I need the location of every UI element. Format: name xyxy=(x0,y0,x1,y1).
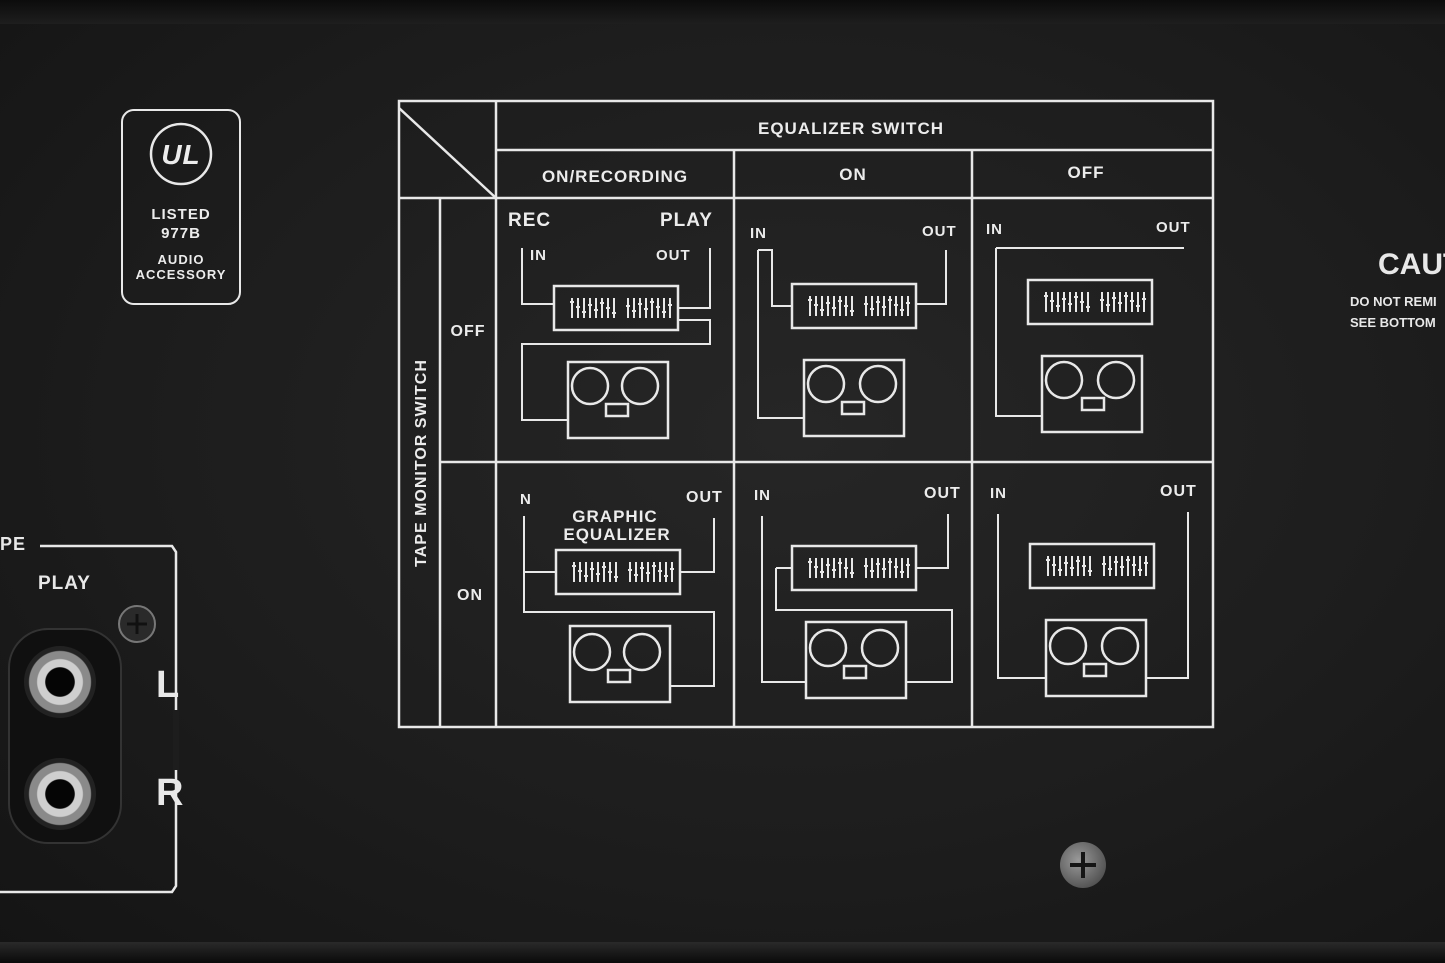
tape-deck-icon xyxy=(802,358,906,438)
ul-logo-text: UL xyxy=(161,139,200,170)
tape-monitor-switch-label: TAPE MONITOR SWITCH xyxy=(413,359,430,567)
cell-off-on: IN OUT xyxy=(750,223,957,438)
in-label: IN xyxy=(986,221,1003,238)
row-off: OFF xyxy=(451,323,486,340)
equalizer-switch-chart: EQUALIZER SWITCH ON/RECORDING ON OFF TAP… xyxy=(397,99,1215,729)
tape-jacks-bracket xyxy=(0,544,179,894)
column-on: ON xyxy=(839,165,867,184)
screw-slot xyxy=(1081,852,1085,878)
equalizer-label: EQUALIZER xyxy=(563,525,670,544)
top-edge xyxy=(0,0,1445,24)
ul-logo-icon xyxy=(149,122,213,186)
play-label: PLAY xyxy=(38,573,91,594)
equalizer-box xyxy=(1028,542,1156,590)
out-label: OUT xyxy=(922,223,957,240)
cell-on-off: IN OUT xyxy=(990,483,1197,698)
equalizer-switch-header: EQUALIZER SWITCH xyxy=(758,119,944,138)
left-channel-label: L xyxy=(156,664,181,706)
in-label: IN xyxy=(530,247,547,264)
cell-on-on-recording: N OUT GRAPHIC EQUALIZER xyxy=(520,489,723,704)
tape-deck-icon xyxy=(566,360,670,440)
caution-line-2: SEE BOTTOM xyxy=(1350,315,1436,330)
jack-right[interactable] xyxy=(24,758,96,830)
tape-deck-icon xyxy=(1040,354,1144,434)
tape-deck-icon xyxy=(568,624,672,704)
column-off: OFF xyxy=(1068,163,1105,182)
fader-ticks xyxy=(570,292,1148,582)
equalizer-box xyxy=(1026,278,1154,326)
play-label: PLAY xyxy=(660,210,713,231)
cell-off-off: IN OUT xyxy=(986,219,1191,434)
in-label: IN xyxy=(750,225,767,242)
cell-off-on-recording: REC PLAY IN OUT xyxy=(508,210,713,440)
jack-left[interactable] xyxy=(24,646,96,718)
right-channel-label: R xyxy=(156,772,185,814)
bottom-edge xyxy=(0,942,1445,963)
graphic-label: GRAPHIC xyxy=(572,507,657,526)
caution-title: CAUT xyxy=(1378,248,1445,281)
cell-on-on: IN OUT xyxy=(754,485,961,700)
column-on-recording: ON/RECORDING xyxy=(542,167,688,186)
out-label: OUT xyxy=(1156,219,1191,236)
ul-audio: AUDIO xyxy=(158,252,205,267)
row-on: ON xyxy=(457,587,483,604)
ul-badge: UL LISTED 977B AUDIO ACCESSORY xyxy=(121,109,241,305)
tape-deck-icon xyxy=(1044,618,1148,698)
in-label: IN xyxy=(990,485,1007,502)
ul-listed: LISTED xyxy=(151,206,210,223)
rec-label: REC xyxy=(508,210,551,231)
out-label: OUT xyxy=(686,489,723,506)
out-label: OUT xyxy=(1160,483,1197,500)
tape-deck-icon xyxy=(804,620,908,700)
in-label: IN xyxy=(754,487,771,504)
ul-accessory: ACCESSORY xyxy=(136,267,227,282)
n-label: N xyxy=(520,491,532,508)
out-label: OUT xyxy=(924,485,961,502)
ul-number: 977B xyxy=(161,225,201,242)
out-label: OUT xyxy=(656,247,691,264)
caution-line-1: DO NOT REMI xyxy=(1350,294,1437,309)
tape-label-fragment: PE xyxy=(0,534,27,554)
